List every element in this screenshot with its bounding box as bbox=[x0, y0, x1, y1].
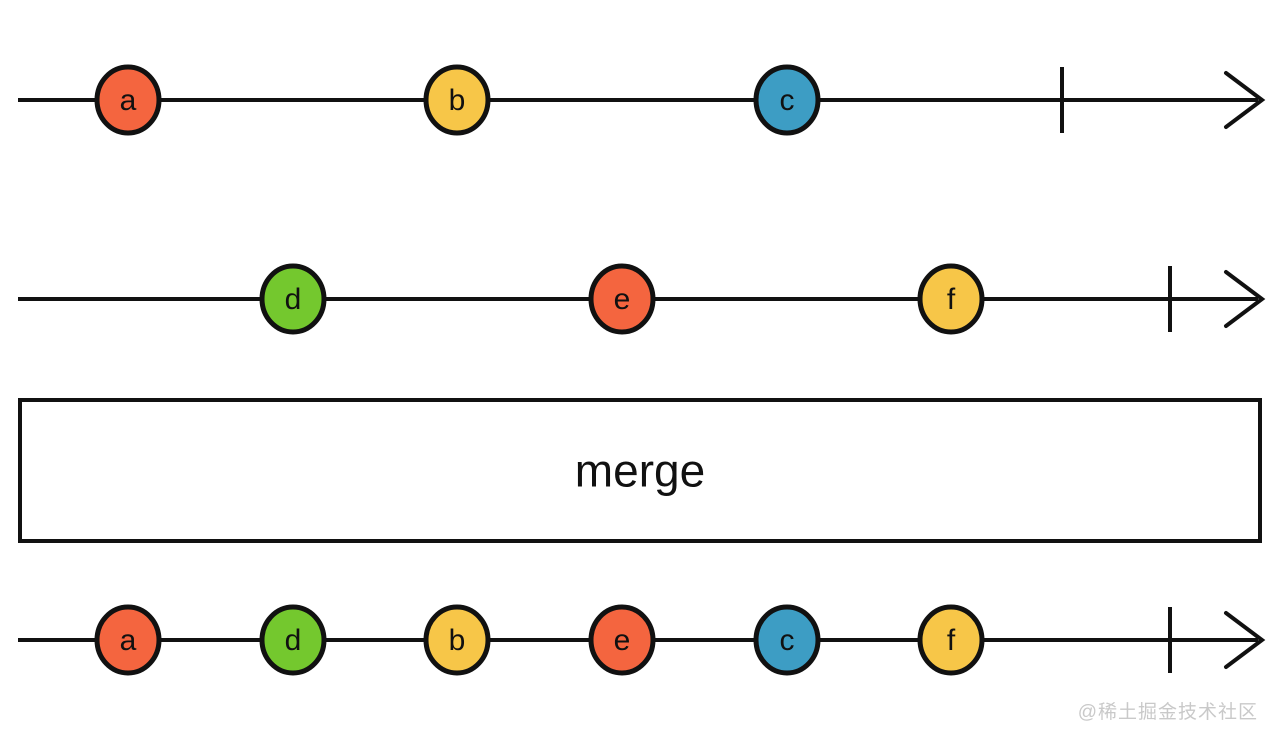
event-circle bbox=[259, 604, 327, 676]
operator-box: merge bbox=[18, 398, 1262, 543]
operator-label: merge bbox=[575, 445, 705, 497]
event-circle bbox=[94, 604, 162, 676]
event-label: b bbox=[449, 624, 466, 657]
arrow-head-icon bbox=[1224, 71, 1266, 129]
event-label: c bbox=[780, 624, 795, 657]
event-label: d bbox=[285, 624, 302, 657]
event-e: e bbox=[588, 263, 656, 335]
event-circle bbox=[753, 604, 821, 676]
event-circle bbox=[423, 604, 491, 676]
stream-source-1: a b c bbox=[18, 64, 1266, 136]
event-d: d bbox=[259, 263, 327, 335]
arrow-head-icon bbox=[1224, 611, 1266, 669]
event-label: f bbox=[947, 283, 956, 316]
event-f: f bbox=[917, 604, 985, 676]
event-label: e bbox=[614, 283, 631, 316]
arrow-head-icon bbox=[1224, 270, 1266, 328]
event-circle bbox=[94, 64, 162, 136]
event-circle bbox=[917, 263, 985, 335]
event-label: a bbox=[120, 624, 137, 657]
event-f: f bbox=[917, 263, 985, 335]
operator-rect bbox=[18, 398, 1262, 543]
event-label: c bbox=[780, 84, 795, 117]
event-b: b bbox=[423, 64, 491, 136]
event-c: c bbox=[753, 604, 821, 676]
event-c: c bbox=[753, 64, 821, 136]
event-circle bbox=[588, 604, 656, 676]
event-circle bbox=[423, 64, 491, 136]
event-circle bbox=[259, 263, 327, 335]
event-label: f bbox=[947, 624, 956, 657]
watermark: @稀土掘金技术社区 bbox=[1077, 702, 1258, 723]
event-e: e bbox=[588, 604, 656, 676]
event-a: a bbox=[94, 64, 162, 136]
event-d: d bbox=[259, 604, 327, 676]
event-label: a bbox=[120, 84, 137, 117]
event-label: e bbox=[614, 624, 631, 657]
event-a: a bbox=[94, 604, 162, 676]
stream-source-2: d e f bbox=[18, 263, 1266, 335]
event-circle bbox=[753, 64, 821, 136]
event-label: d bbox=[285, 283, 302, 316]
event-label: b bbox=[449, 84, 466, 117]
event-circle bbox=[588, 263, 656, 335]
event-circle bbox=[917, 604, 985, 676]
event-b: b bbox=[423, 604, 491, 676]
